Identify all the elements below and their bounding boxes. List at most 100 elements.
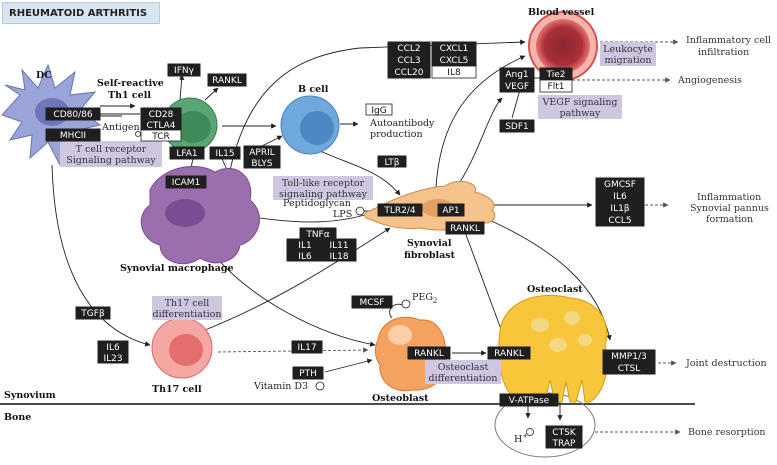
svg-text:VEGF: VEGF — [505, 82, 529, 92]
label-cd28: CD28 — [140, 107, 182, 120]
vitamin-d3-text: Vitamin D3 — [253, 381, 308, 392]
peg2-text: PEG2 — [412, 292, 437, 305]
outcome-bone-resorption: Bone resorption — [688, 427, 766, 438]
svg-text:TLR2/4: TLR2/4 — [383, 206, 416, 216]
fibroblast-name-line2: fibroblast — [404, 250, 456, 261]
pathway-leuko-line1: Leukocyte — [603, 44, 653, 55]
svg-text:CXCL5: CXCL5 — [440, 56, 469, 66]
synovial-macrophage — [140, 165, 260, 265]
arrow-th1-ifng — [178, 74, 185, 101]
label-il1b: IL1β — [595, 201, 645, 215]
svg-text:TNFα: TNFα — [305, 230, 329, 240]
outcome-inflammation-line3: formation — [706, 214, 753, 225]
svg-text:IL17: IL17 — [297, 343, 316, 353]
svg-text:AP1: AP1 — [442, 206, 459, 216]
svg-text:IL15: IL15 — [215, 149, 234, 159]
svg-text:Ang1: Ang1 — [505, 70, 528, 80]
label-cd80-86: CD80/86 — [45, 107, 101, 121]
label-il11: IL11 — [322, 238, 357, 251]
arrow-fibroblast-vessel — [435, 55, 526, 189]
label-il17: IL17 — [291, 340, 323, 354]
label-vegf: VEGF — [499, 79, 535, 93]
svg-text:PTH: PTH — [299, 369, 317, 379]
svg-text:GMCSF: GMCSF — [604, 180, 636, 190]
h-plus-dot — [526, 428, 534, 436]
lps-text: LPS — [333, 209, 352, 220]
label-ctsl: CTSL — [602, 361, 656, 375]
label-ap1: AP1 — [437, 203, 465, 217]
b-cell — [280, 95, 340, 155]
svg-text:MHCII: MHCII — [60, 131, 86, 141]
svg-text:CXCL1: CXCL1 — [440, 44, 469, 54]
th17-cell — [151, 317, 213, 379]
pathway-tcr-line1: T cell receptor — [76, 144, 147, 155]
arrow-th1-rankl — [204, 87, 219, 101]
vessel-name: Blood vessel — [528, 7, 595, 18]
svg-text:CCL2: CCL2 — [397, 44, 420, 54]
label-rankl-oc: RANKL — [487, 346, 531, 360]
svg-text:CTSL: CTSL — [618, 364, 641, 374]
pathway-vegf-line2: pathway — [560, 108, 601, 119]
label-tlr2-4: TLR2/4 — [377, 203, 423, 217]
svg-text:MMP1/3: MMP1/3 — [611, 352, 646, 362]
arrow-th17-fibroblast — [204, 227, 391, 331]
svg-text:IL6: IL6 — [106, 343, 120, 353]
label-cxcl5: CXCL5 — [431, 53, 477, 67]
label-april: APRIL — [243, 145, 281, 158]
svg-text:CCL20: CCL20 — [394, 68, 423, 78]
svg-text:IL18: IL18 — [329, 252, 348, 262]
svg-text:IL1: IL1 — [298, 241, 311, 251]
label-ccl20: CCL20 — [387, 65, 431, 79]
pathway-toll-line2: signaling pathway — [279, 189, 368, 200]
molecule-labels: CD80/86 MHCII CD28 CTLA4 TCR LFA1 IL15 I… — [45, 41, 656, 449]
pathway-th17: Th17 cell differentiation — [152, 296, 222, 320]
svg-text:CTSK: CTSK — [552, 428, 576, 438]
label-ifng: IFNγ — [167, 63, 201, 77]
autoantibody-line1: Autoantibody — [369, 118, 435, 129]
antigen-dot — [135, 131, 141, 137]
svg-text:BLYS: BLYS — [251, 159, 272, 169]
label-rankl-fib: RANKL — [445, 221, 485, 235]
arrow-april-bcell — [261, 135, 283, 147]
bone-label: Bone — [4, 412, 31, 423]
label-icam1: ICAM1 — [165, 175, 207, 189]
label-blys: BLYS — [243, 156, 281, 169]
arrow-macrophage-osteoblast — [209, 249, 376, 347]
label-il1: IL1 — [286, 238, 324, 251]
svg-text:IL1β: IL1β — [610, 204, 629, 214]
pathway-vegf-line1: VEGF signaling — [541, 97, 617, 108]
label-cxcl1: CXCL1 — [431, 41, 477, 55]
label-ctla4: CTLA4 — [140, 118, 182, 131]
arrow-fibroblast-vegf — [459, 97, 503, 183]
outcome-inflammation-line2: Synovial pannus — [690, 203, 769, 214]
outcome-inflammation-line1: Inflammation — [697, 192, 761, 203]
label-mhcii: MHCII — [45, 128, 101, 142]
th1-name-line1: Self-reactive — [97, 78, 164, 89]
svg-text:Tie2: Tie2 — [546, 70, 566, 80]
label-il23: IL23 — [97, 351, 129, 364]
label-tcr: TCR — [140, 129, 182, 142]
peptidoglycan-text: Peptidoglycan — [283, 198, 351, 209]
outcome-angiogenesis: Angiogenesis — [677, 75, 742, 86]
label-il18: IL18 — [322, 249, 357, 262]
svg-text:RANKL: RANKL — [414, 349, 444, 359]
peg2-dot — [401, 299, 411, 309]
arrow-dc-th17 — [51, 164, 151, 347]
diagram-title: RHEUMATOID ARTHRITIS — [2, 2, 160, 24]
label-pth: PTH — [292, 366, 324, 380]
outcome-infiltration-line1: Inflammatory cell — [686, 35, 771, 46]
pathway-vegf: VEGF signaling pathway — [538, 95, 622, 119]
label-il6-fib: IL6 — [595, 189, 645, 203]
pathway-oc-line1: Osteoclast — [438, 362, 489, 373]
svg-text:APRIL: APRIL — [249, 148, 275, 158]
label-v-atpase: V-ATPase — [499, 393, 559, 407]
label-lfa1: LFA1 — [169, 146, 205, 160]
label-mmp1-3: MMP1/3 — [602, 349, 656, 363]
svg-text:IFNγ: IFNγ — [174, 66, 195, 76]
label-gmcsf: GMCSF — [595, 177, 645, 191]
pathway-oc-line2: differentiation — [429, 373, 498, 384]
vitamin-d3-dot — [315, 381, 325, 391]
label-ltb: LTβ — [377, 155, 407, 168]
pathway-th17-line1: Th17 cell — [165, 298, 210, 309]
